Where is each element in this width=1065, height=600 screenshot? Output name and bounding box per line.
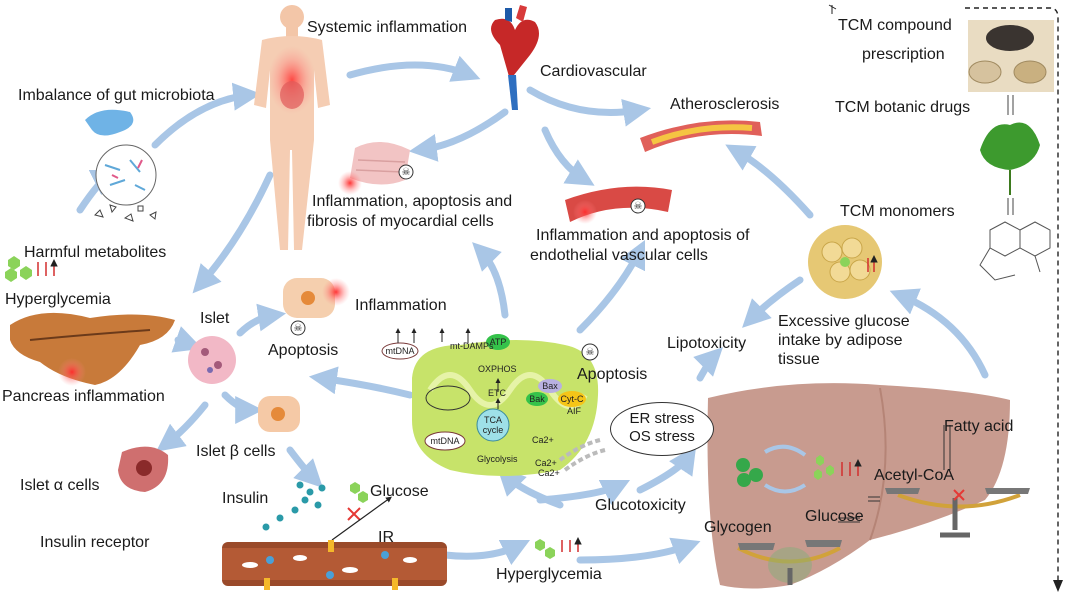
tca-label-2: cycle — [483, 425, 504, 435]
liver-illustration — [707, 383, 1030, 589]
mtdna-label-b: mtDNA — [431, 436, 460, 446]
svg-text:☠: ☠ — [402, 167, 411, 178]
er-os-stress-bubble: ER stress OS stress — [610, 402, 714, 456]
ca-label-1: Ca2+ — [532, 435, 554, 445]
label-islet: Islet — [200, 310, 230, 327]
label-islet-beta: Islet β cells — [196, 443, 276, 460]
tcm-dashed-arrow — [965, 7, 1059, 585]
beta-cell — [258, 396, 300, 432]
myocardial-cells: ☠ — [338, 141, 414, 195]
ca-label-2: Ca2+ — [535, 458, 557, 468]
label-excessive-2: intake by adipose — [778, 332, 903, 349]
glucose-molecules-bottom — [535, 539, 578, 559]
label-myocardial-2: fibrosis of myocardial cells — [307, 213, 494, 230]
label-tcm-compound-2: prescription — [862, 46, 945, 63]
blocked-x-insulin — [331, 496, 392, 541]
svg-text:☠: ☠ — [634, 201, 643, 212]
label-islet-alpha: Islet α cells — [20, 477, 100, 494]
mt-damps-label: mt-DAMPs — [450, 341, 494, 351]
label-glucotoxicity: Glucotoxicity — [595, 497, 686, 514]
pancreas-illustration — [10, 312, 175, 386]
svg-text:☠: ☠ — [586, 347, 595, 358]
label-glycogen: Glycogen — [704, 519, 772, 536]
atp-label: ATP — [490, 337, 507, 347]
label-endothelial-2: endothelial vascular cells — [530, 247, 708, 264]
label-ir: IR — [378, 529, 394, 546]
label-fatty-acid: Fatty acid — [944, 418, 1014, 435]
aif-label: AIF — [567, 406, 582, 416]
label-inflammation: Inflammation — [355, 297, 447, 314]
inflamed-cell: ☠ — [283, 278, 350, 336]
label-excessive-1: Excessive glucose — [778, 313, 910, 330]
oxphos-label: OXPHOS — [478, 364, 517, 374]
tcm-botanic-image — [980, 122, 1040, 195]
bax-label: Bax — [542, 381, 558, 391]
mtdna-label-a: mtDNA — [386, 346, 415, 356]
label-er-stress: ER stress — [629, 410, 695, 427]
label-pancreas-inflammation: Pancreas inflammation — [2, 388, 165, 405]
insulin-particles — [262, 481, 326, 531]
label-systemic-inflammation: Systemic inflammation — [307, 19, 468, 36]
gut-microbiota — [85, 109, 157, 206]
human-body-illustration — [254, 5, 330, 250]
tcm-monomer-structure — [979, 221, 1051, 281]
label-atherosclerosis: Atherosclerosis — [670, 96, 780, 113]
islet-illustration — [188, 336, 236, 384]
svg-text:☠: ☠ — [294, 323, 303, 334]
label-harmful-metabolites: Harmful metabolites — [24, 244, 167, 261]
ca-label-3: Ca2+ — [538, 468, 560, 478]
glycolysis-label: Glycolysis — [477, 454, 518, 464]
atherosclerosis-artery — [640, 120, 762, 152]
label-imbalance-gut: Imbalance of gut microbiota — [18, 87, 215, 104]
label-apoptosis-islet: Apoptosis — [268, 342, 339, 359]
glucose-molecules-top — [350, 482, 368, 503]
label-hyperglycemia-left: Hyperglycemia — [5, 291, 111, 308]
tca-label-1: TCA — [484, 415, 502, 425]
label-insulin: Insulin — [222, 490, 269, 507]
mitochondrion: mtDNA mtDNA ATP mt-DAMPs OXPHOS ETC TCA … — [381, 334, 606, 478]
label-lipotoxicity: Lipotoxicity — [667, 335, 747, 352]
etc-label: ETC — [488, 388, 507, 398]
bak-label: Bak — [529, 394, 545, 404]
label-cardiovascular: Cardiovascular — [540, 63, 647, 80]
label-apoptosis-mito: Apoptosis — [577, 366, 648, 383]
alpha-cell — [118, 446, 169, 492]
harmful-metabolite-particles — [94, 204, 157, 222]
label-glucose-liver: Glucose — [805, 508, 864, 525]
label-excessive-3: tissue — [778, 351, 820, 368]
blood-vessel — [222, 540, 447, 590]
label-tcm-monomers: TCM monomers — [840, 203, 955, 220]
label-hyperglycemia-bottom: Hyperglycemia — [496, 566, 602, 583]
tcm-compound-image — [968, 20, 1054, 92]
label-myocardial-1: Inflammation, apoptosis and — [312, 193, 513, 210]
label-os-stress: OS stress — [629, 428, 695, 445]
label-acetyl-coa: Acetyl-CoA — [874, 467, 955, 484]
glucose-molecules-left — [5, 256, 54, 282]
label-tcm-compound-1: TCM compound — [838, 17, 952, 34]
label-endothelial-1: Inflammation and apoptosis of — [536, 227, 750, 244]
cytc-label: Cyt-C — [561, 394, 584, 404]
label-insulin-receptor: Insulin receptor — [40, 534, 150, 551]
label-tcm-botanic: TCM botanic drugs — [835, 99, 971, 116]
heart-illustration — [491, 5, 539, 110]
tcm-equilibrium-arrows — [1007, 95, 1014, 215]
endothelial-vessel: ☠ — [565, 186, 672, 224]
pathway-arrows — [76, 55, 989, 566]
mito-arrows — [395, 328, 501, 409]
label-glucose-top: Glucose — [370, 483, 429, 500]
adipose-tissue — [808, 225, 882, 299]
